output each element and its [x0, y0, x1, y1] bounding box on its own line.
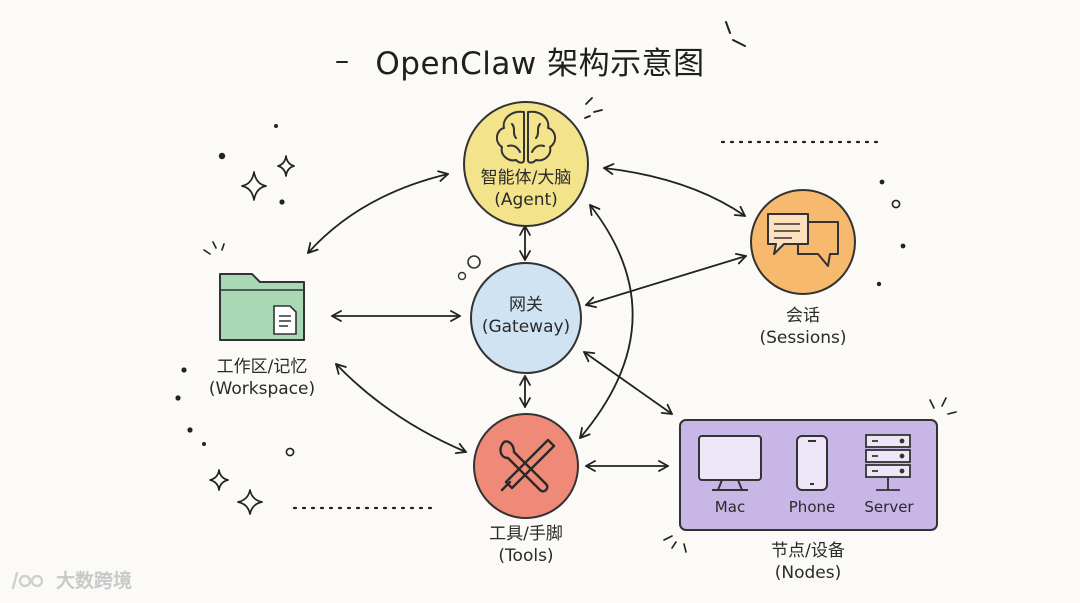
workspace-accent-marks — [203, 241, 225, 255]
arrow-workspace-tools — [335, 363, 467, 455]
sessions-label: 会话 (Sessions) — [760, 305, 847, 349]
title-accent-marks — [336, 21, 746, 63]
devices-node — [663, 397, 957, 553]
workspace-name: 工作区/记忆 — [216, 357, 308, 377]
decor-dots — [175, 124, 906, 446]
agent-name: 智能体/大脑 — [480, 168, 572, 188]
tools-sub: (Tools) — [498, 546, 554, 566]
sessions-name: 会话 — [785, 306, 820, 326]
sparkle-icon — [209, 155, 295, 515]
phone-icon — [796, 435, 828, 491]
gateway-sub: (Gateway) — [481, 317, 571, 337]
gateway-label: 网关 (Gateway) — [482, 294, 570, 338]
device-phone-label: Phone — [788, 498, 836, 516]
decor-rings — [285, 199, 901, 457]
diagram-title: OpenClaw 架构示意图 — [375, 46, 705, 82]
tools-node — [473, 413, 579, 519]
tools-name: 工具/手脚 — [489, 524, 563, 544]
workspace-node — [203, 241, 305, 341]
bubble-decor — [467, 255, 481, 269]
wrench-screwdriver-icon — [499, 438, 556, 493]
tools-label: 工具/手脚 (Tools) — [489, 523, 563, 567]
devices-name: 节点/设备 — [771, 541, 845, 561]
agent-sub: (Agent) — [494, 190, 558, 210]
server-rack-icon — [865, 434, 911, 491]
arrow-gateway-devices — [583, 351, 673, 415]
watermark: 大数跨境 — [10, 566, 132, 593]
arrow-agent-sessions — [603, 163, 746, 217]
watermark-logo-icon — [11, 571, 44, 589]
monitor-icon — [698, 435, 762, 491]
agent-node — [463, 97, 603, 227]
arrow-agent-tools-curve — [579, 204, 634, 439]
device-server-label: Server — [864, 498, 914, 516]
sessions-node — [750, 189, 856, 295]
gateway-node — [457, 255, 582, 374]
gateway-name: 网关 — [509, 295, 543, 315]
devices-accent-marks — [663, 397, 957, 553]
devices-label: 节点/设备 (Nodes) — [771, 540, 845, 584]
arrow-agent-workspace — [307, 170, 449, 254]
arrow-gateway-sessions — [585, 252, 747, 309]
workspace-label: 工作区/记忆 (Workspace) — [209, 356, 315, 400]
watermark-text: 大数跨境 — [56, 570, 133, 592]
devices-sub: (Nodes) — [774, 563, 842, 583]
device-mac-label: Mac — [714, 498, 746, 516]
agent-label: 智能体/大脑 (Agent) — [481, 167, 572, 211]
brain-icon — [496, 110, 556, 164]
bubble-decor-small — [457, 271, 467, 281]
sessions-sub: (Sessions) — [759, 328, 847, 348]
workspace-sub: (Workspace) — [208, 379, 316, 399]
agent-accent-marks — [584, 97, 603, 119]
chat-bubbles-icon — [767, 213, 839, 267]
